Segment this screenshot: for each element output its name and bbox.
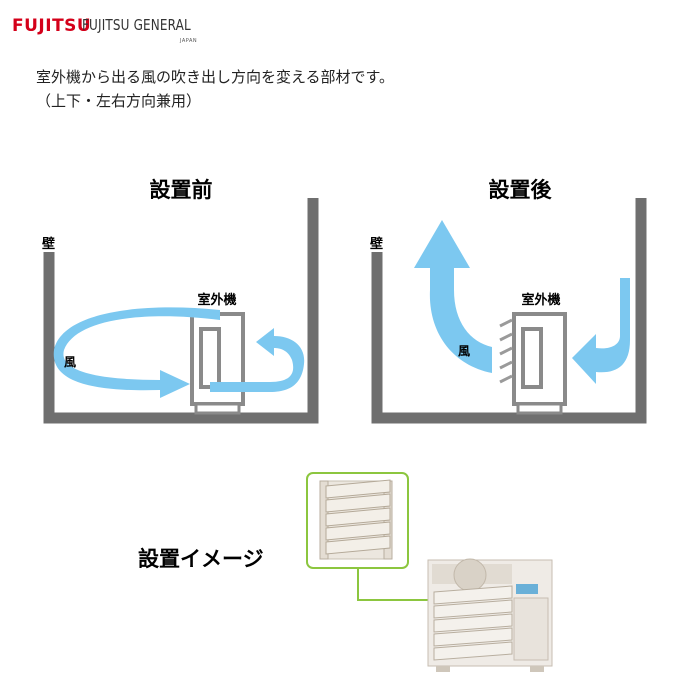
after-unit-label: 室外機	[521, 292, 560, 308]
before-wall	[43, 198, 319, 424]
after-title: 設置後	[489, 178, 553, 202]
after-wind-label: 風	[458, 344, 470, 358]
before-wind-arrows	[53, 307, 305, 398]
before-wind-return-arrow	[210, 328, 305, 392]
brand-badge	[516, 584, 538, 594]
after-wind-return-arrow	[572, 278, 630, 384]
installation-image-caption: 設置イメージ	[138, 547, 264, 571]
after-louver-guide	[499, 318, 513, 384]
before-outdoor-unit	[190, 312, 245, 415]
description-line-1: 室外機から出る風の吹き出し方向を変える部材です。	[36, 68, 395, 86]
after-wind-up-arrow	[414, 220, 492, 373]
before-unit-label: 室外機	[197, 292, 236, 308]
fujitsu-general-logo: FUJITSU GENERAL	[82, 16, 191, 34]
outdoor-unit-product-image	[427, 558, 553, 672]
after-outdoor-unit	[512, 312, 567, 415]
after-wall	[371, 198, 647, 424]
before-wind-loop-arrow	[53, 307, 220, 398]
after-diagram: 設置後 壁 室外機 風	[370, 178, 647, 424]
fujitsu-logo-mark: FUJITSU	[12, 16, 92, 36]
louver-closeup-image	[319, 479, 393, 560]
logo-subtext: JAPAN	[180, 38, 198, 44]
after-wall-label: 壁	[370, 236, 383, 252]
before-title: 設置前	[150, 178, 213, 202]
before-diagram: 設置前 壁 室外機 風	[42, 178, 319, 424]
before-wind-label: 風	[64, 355, 76, 369]
before-wall-label: 壁	[42, 236, 55, 252]
callout-connector-line	[357, 568, 452, 601]
description-line-2: （上下・左右方向兼用）	[36, 92, 202, 110]
